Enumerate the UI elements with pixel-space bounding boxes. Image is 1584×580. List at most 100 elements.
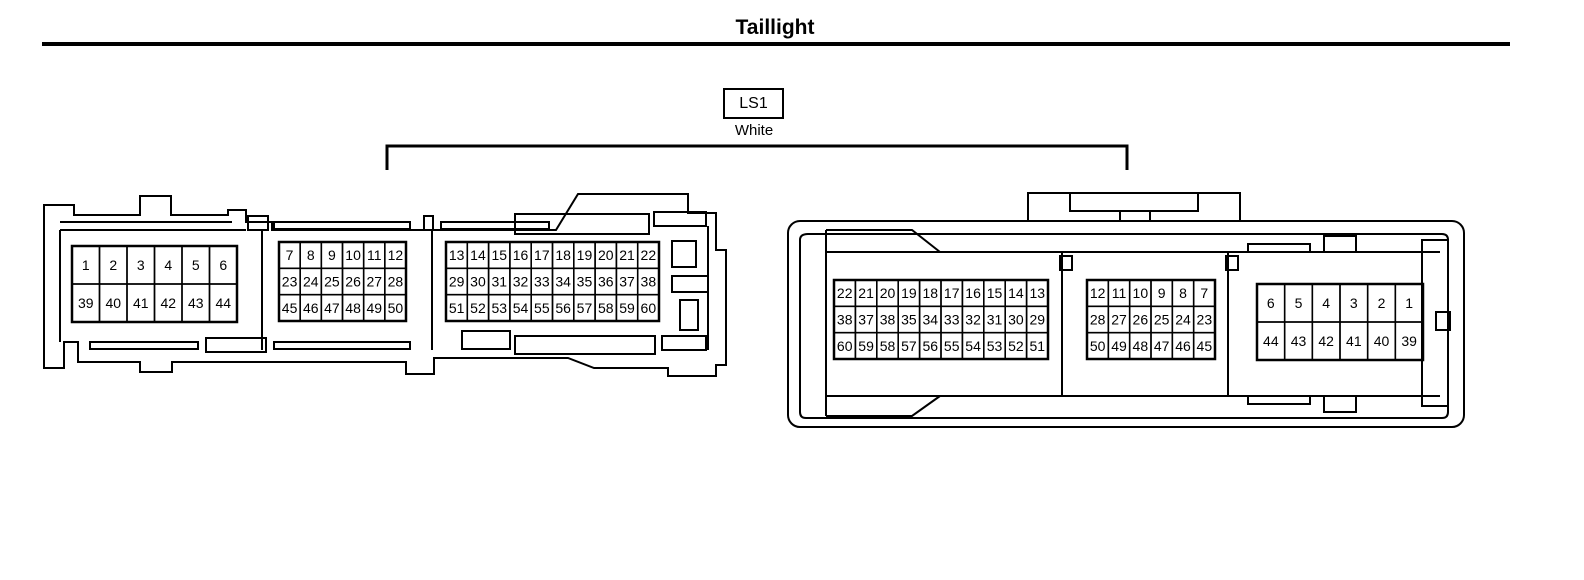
pin-number: 50 [1090,338,1106,354]
pin-number: 22 [837,285,853,301]
pin-number: 49 [366,300,382,316]
pin-number: 52 [1008,338,1024,354]
pin-number: 15 [987,285,1003,301]
pin-number: 7 [1200,285,1208,301]
pin-number: 59 [619,300,635,316]
pin-number: 1 [1405,295,1413,311]
pin-number: 37 [619,274,635,290]
pin-number: 17 [944,285,960,301]
pin-number: 33 [534,274,550,290]
female-connector-body [787,192,1465,428]
pin-number: 38 [641,274,657,290]
pin-number: 30 [470,274,486,290]
pin-number: 1 [82,257,90,273]
pin-number: 29 [1030,312,1046,328]
pin-number: 5 [192,257,200,273]
pin-number: 11 [1112,285,1127,301]
pin-number: 47 [324,300,340,316]
pin-number: 17 [534,247,550,263]
pin-number: 34 [923,312,939,328]
pin-number: 5 [1295,295,1303,311]
title-rule [42,42,1510,46]
pin-number: 53 [491,300,507,316]
pin-number: 35 [901,312,917,328]
pin-number: 56 [923,338,939,354]
pin-number: 54 [965,338,981,354]
pin-number: 19 [901,285,917,301]
pin-cell [1394,321,1424,361]
pin-number: 18 [555,247,571,263]
pin-number: 23 [1197,312,1213,328]
pin-number: 38 [880,312,896,328]
pin-number: 13 [1030,285,1046,301]
pin-number: 57 [901,338,917,354]
pin-number: 19 [577,247,593,263]
pin-number: 29 [449,274,465,290]
pin-number: 13 [449,247,465,263]
pin-number: 4 [164,257,172,273]
pin-number: 16 [965,285,981,301]
pin-number: 4 [1322,295,1330,311]
pin-number: 34 [555,274,571,290]
pin-number: 48 [345,300,361,316]
pin-cell [384,293,407,322]
pin-number: 12 [1090,285,1106,301]
pin-number: 2 [109,257,117,273]
pin-number: 46 [303,300,319,316]
pin-number: 40 [105,295,121,311]
pin-number: 32 [965,312,981,328]
pin-number: 58 [880,338,896,354]
pin-number: 33 [944,312,960,328]
pin-number: 10 [1133,285,1149,301]
pin-number: 18 [923,285,939,301]
pin-number: 25 [1154,312,1170,328]
pin-number: 59 [858,338,874,354]
pin-number: 41 [133,295,149,311]
pin-number: 36 [598,274,614,290]
pin-number: 40 [1374,333,1390,349]
pin-number: 3 [137,257,145,273]
pin-number: 45 [1197,338,1213,354]
pin-number: 60 [641,300,657,316]
pin-number: 23 [282,274,298,290]
pin-number: 43 [188,295,204,311]
pin-number: 3 [1350,295,1358,311]
connector-bracket [385,144,1129,170]
pin-number: 51 [449,300,465,316]
pin-number: 6 [1267,295,1275,311]
pin-number: 22 [641,247,657,263]
pin-number: 26 [1133,312,1149,328]
pin-number: 48 [1133,338,1149,354]
pin-number: 53 [987,338,1003,354]
pin-number: 12 [388,247,404,263]
pin-number: 58 [598,300,614,316]
pin-number: 56 [555,300,571,316]
pin-number: 50 [388,300,404,316]
pin-number: 42 [160,295,176,311]
pin-number: 38 [837,312,853,328]
pin-number: 51 [1030,338,1046,354]
pin-number: 31 [987,312,1003,328]
pin-number: 57 [577,300,593,316]
pin-number: 55 [944,338,960,354]
pin-cell [208,283,238,323]
pin-number: 35 [577,274,593,290]
pin-number: 55 [534,300,550,316]
pin-number: 26 [345,274,361,290]
pin-number: 54 [513,300,529,316]
pin-number: 52 [470,300,486,316]
pin-number: 11 [367,247,382,263]
pin-number: 47 [1154,338,1170,354]
pin-number: 44 [1263,333,1279,349]
pin-number: 32 [513,274,529,290]
connector-code-box: LS1 [723,88,784,119]
pin-number: 24 [1175,312,1191,328]
pin-number: 8 [1179,285,1187,301]
pin-number: 6 [219,257,227,273]
pin-number: 43 [1291,333,1307,349]
